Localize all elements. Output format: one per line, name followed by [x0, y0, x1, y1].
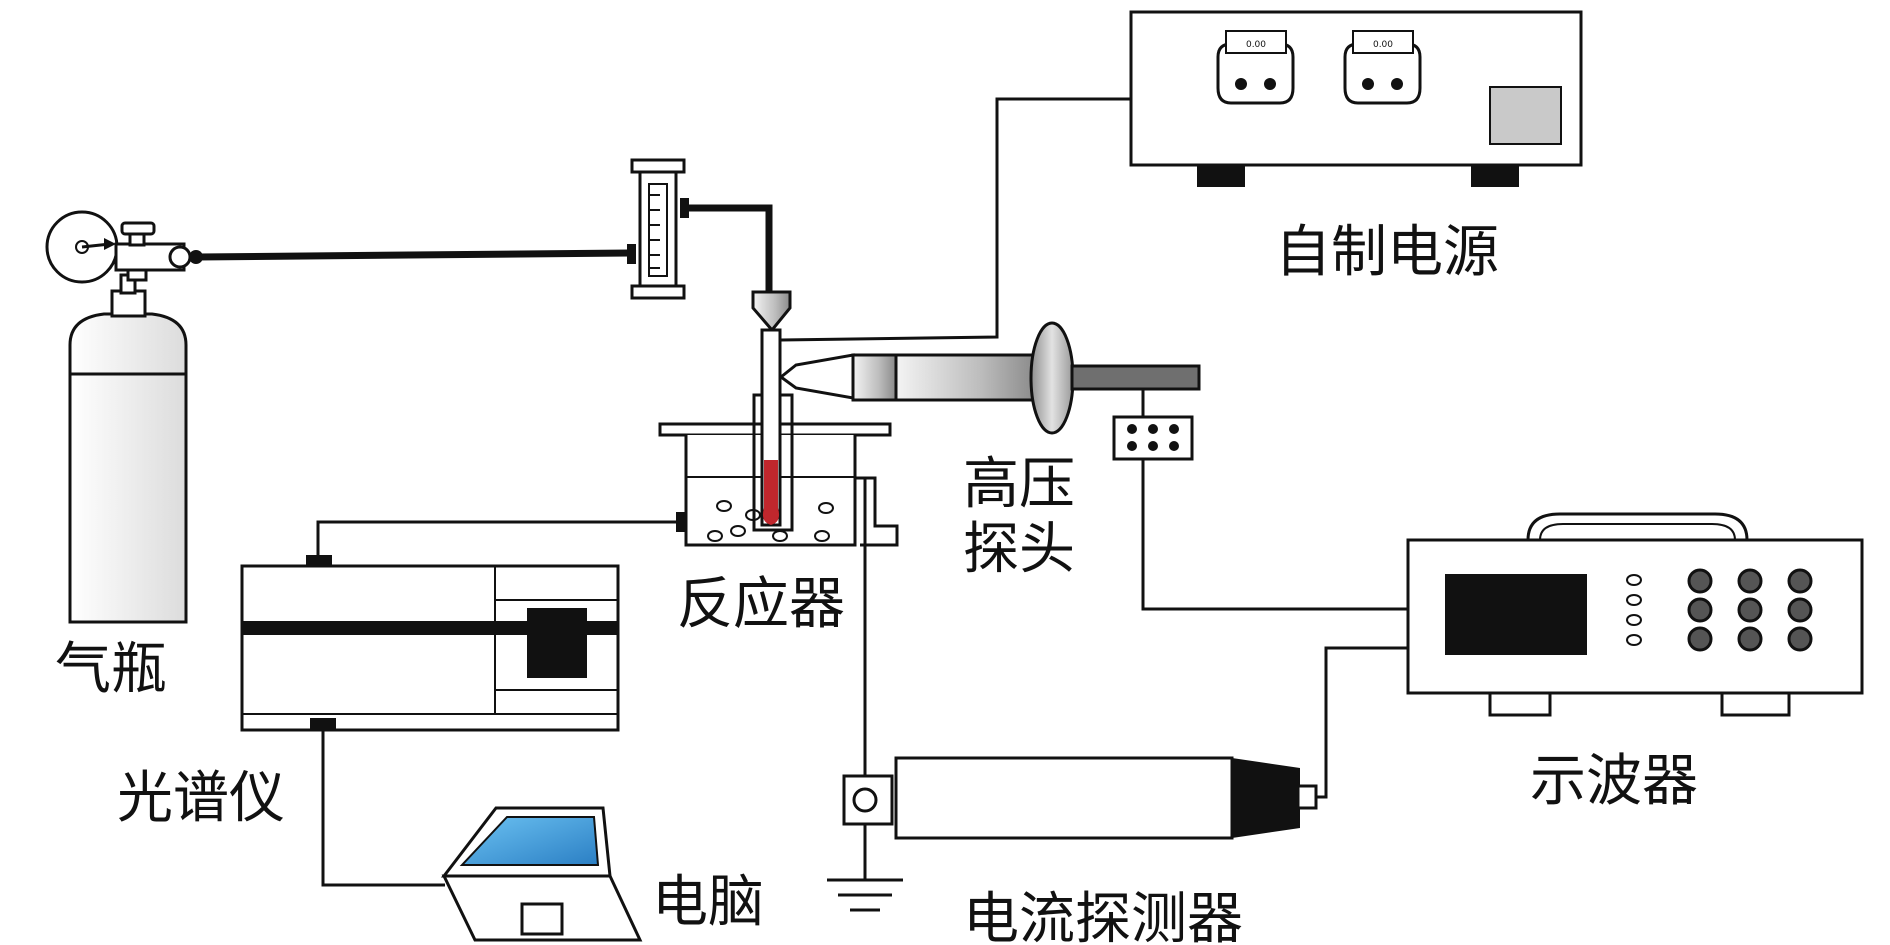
- spectrometer-label: 光谱仪: [117, 766, 285, 831]
- power-lead: [780, 97, 1131, 342]
- ground-icon: [827, 878, 903, 912]
- flowmeter-icon: [627, 158, 689, 300]
- meter-2: 0.00: [1343, 30, 1422, 105]
- spectrometer-icon: [240, 555, 620, 732]
- usb-line: [321, 726, 445, 887]
- power-supply-label: 自制电源: [1275, 220, 1499, 285]
- hv-probe-label-line1: 高压: [963, 452, 1075, 517]
- hv-probe-label-line2: 探头: [963, 517, 1075, 582]
- oscilloscope-label: 示波器: [1530, 749, 1698, 814]
- current-probe-signal-line: [1316, 646, 1408, 799]
- regulator-icon: [45, 210, 203, 284]
- computer-label: 电脑: [652, 870, 764, 935]
- gas-cylinder-label: 气瓶: [55, 637, 167, 702]
- fiber-line: [316, 520, 678, 556]
- laptop-icon: [440, 806, 643, 942]
- meter-1: 0.00: [1216, 30, 1295, 105]
- current-probe-icon: [842, 756, 1318, 840]
- reactor-icon: [658, 290, 899, 547]
- gas-line-2: [680, 204, 773, 292]
- meter-1-value: 0.00: [1246, 40, 1266, 50]
- high-voltage-probe-icon: [778, 321, 1201, 461]
- oscilloscope-icon: [1406, 512, 1864, 717]
- hv-probe-signal-line: [1141, 458, 1408, 611]
- power-supply-icon: 0.00 0.00: [1129, 10, 1583, 187]
- wires: [197, 97, 1408, 887]
- gas-cylinder-icon: [68, 273, 188, 624]
- meter-2-value: 0.00: [1373, 40, 1393, 50]
- current-probe-label: 电流探测器: [963, 887, 1243, 945]
- gas-line-1: [197, 249, 631, 261]
- reactor-label: 反应器: [677, 572, 845, 637]
